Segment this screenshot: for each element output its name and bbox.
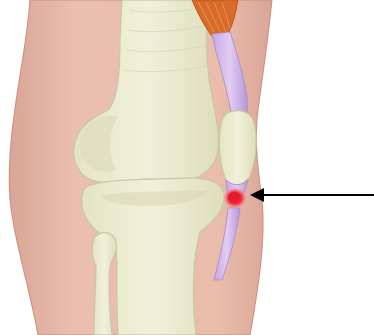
- patella: [219, 111, 256, 185]
- tendon-injury-core: [228, 192, 240, 202]
